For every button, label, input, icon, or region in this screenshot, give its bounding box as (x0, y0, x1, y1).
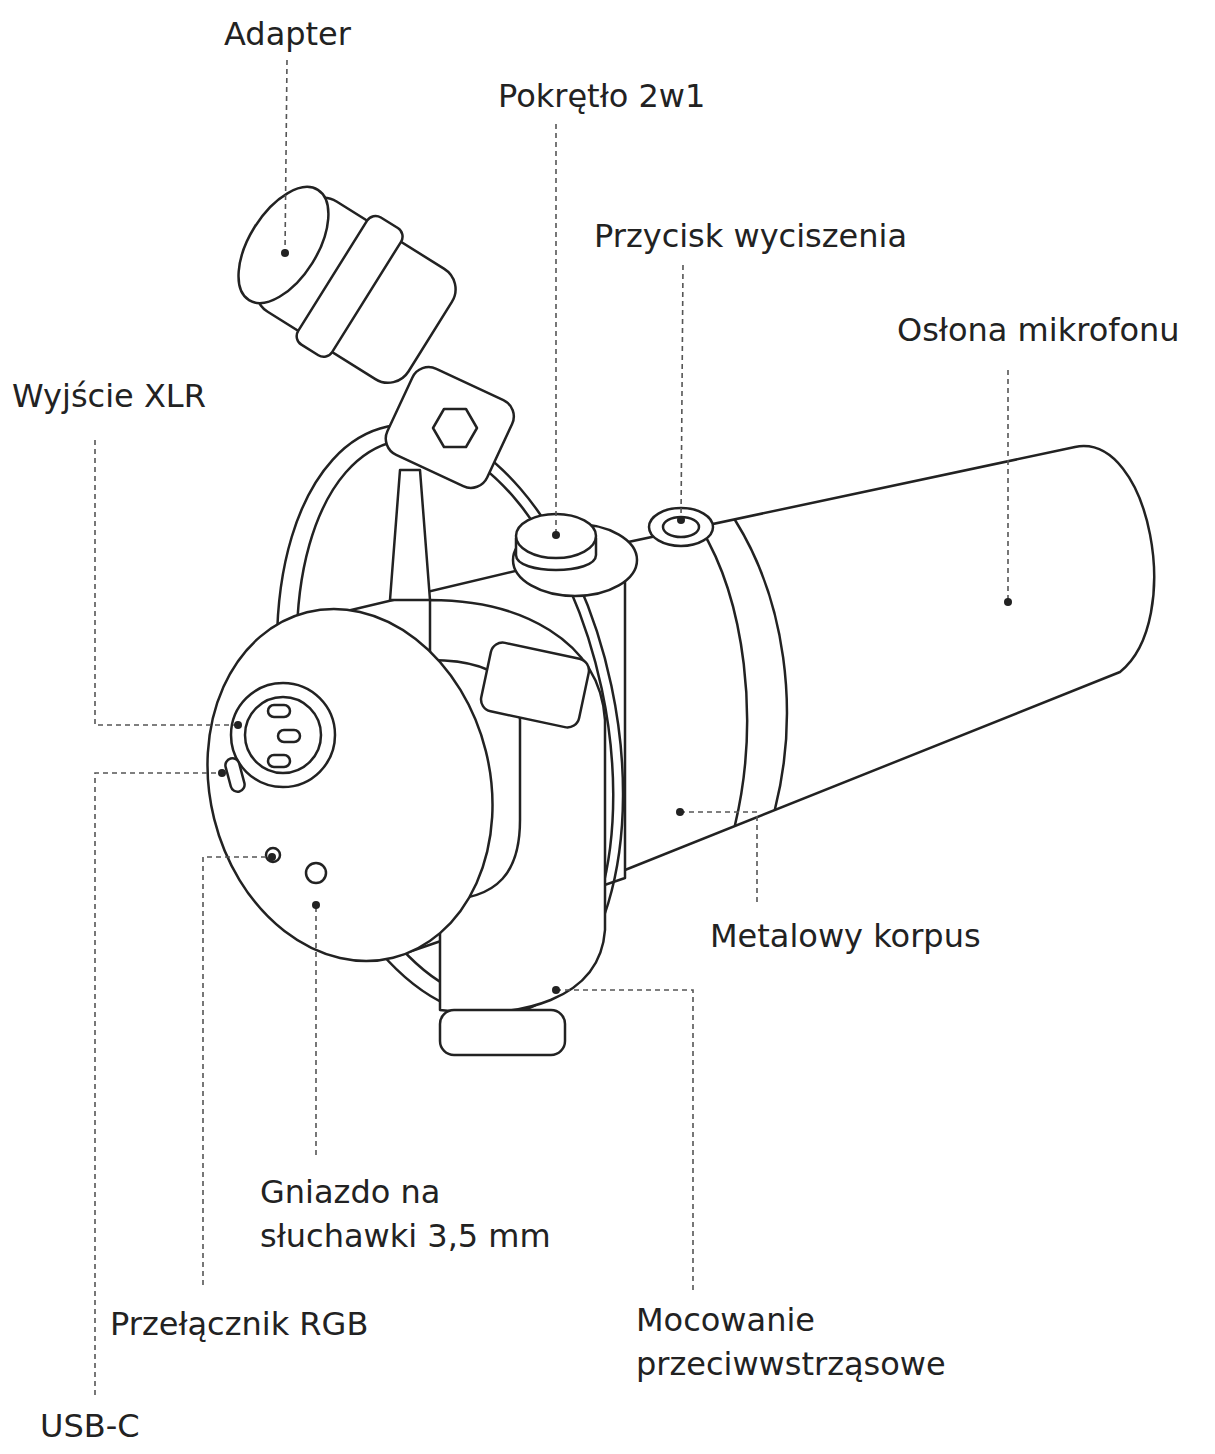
leader-line (556, 990, 693, 1290)
adapter-stem (390, 470, 430, 600)
part-label: USB-C (40, 1404, 340, 1448)
usb-c-port (224, 757, 246, 793)
leader-dot (268, 853, 276, 861)
adapter-end (220, 172, 347, 318)
leader-line (95, 440, 238, 725)
part-label: Wyjście XLR (12, 374, 412, 418)
part-label: Mocowanie przeciwwstrząsowe (636, 1298, 981, 1386)
leader-dot (552, 986, 560, 994)
xlr-socket (231, 683, 335, 787)
rgb-switch (266, 848, 280, 862)
part-label: Przełącznik RGB (110, 1302, 610, 1346)
leader-line (1007, 370, 1009, 602)
xlr-pin (278, 730, 300, 742)
mute-button (649, 508, 713, 546)
leader-line (285, 60, 287, 253)
leader-dot (312, 901, 320, 909)
leader-line (315, 905, 317, 1155)
leader-line (681, 265, 683, 520)
leader-dot (677, 516, 685, 524)
xlr-pin (268, 755, 290, 767)
leader-dot (1004, 598, 1012, 606)
xlr-socket (245, 697, 321, 773)
leader-dot (234, 721, 242, 729)
part-label: Osłona mikrofonu (897, 308, 1215, 352)
leader-line (680, 812, 757, 905)
leader-dot (281, 249, 289, 257)
part-label: Gniazdo na słuchawki 3,5 mm (260, 1170, 580, 1258)
grille-edge (700, 527, 747, 825)
band-clip (479, 640, 591, 729)
part-label: Adapter (224, 12, 624, 56)
hex-nut (433, 409, 477, 447)
leader-dot (218, 769, 226, 777)
leader-dot (552, 531, 560, 539)
microphone-body (600, 446, 1154, 880)
leader-line (555, 124, 557, 535)
back-cap (171, 578, 529, 991)
mute-icon (663, 517, 699, 537)
part-label: Pokrętło 2w1 (498, 74, 898, 118)
shock-mount-foot (440, 1010, 565, 1055)
grille-edge (735, 520, 787, 809)
xlr-pin (268, 705, 290, 717)
leader-dot (676, 808, 684, 816)
part-label: Metalowy korpus (710, 914, 1210, 958)
headphone-jack (306, 863, 326, 883)
adapter-clamp (380, 361, 520, 494)
part-label: Przycisk wyciszenia (594, 214, 1154, 258)
